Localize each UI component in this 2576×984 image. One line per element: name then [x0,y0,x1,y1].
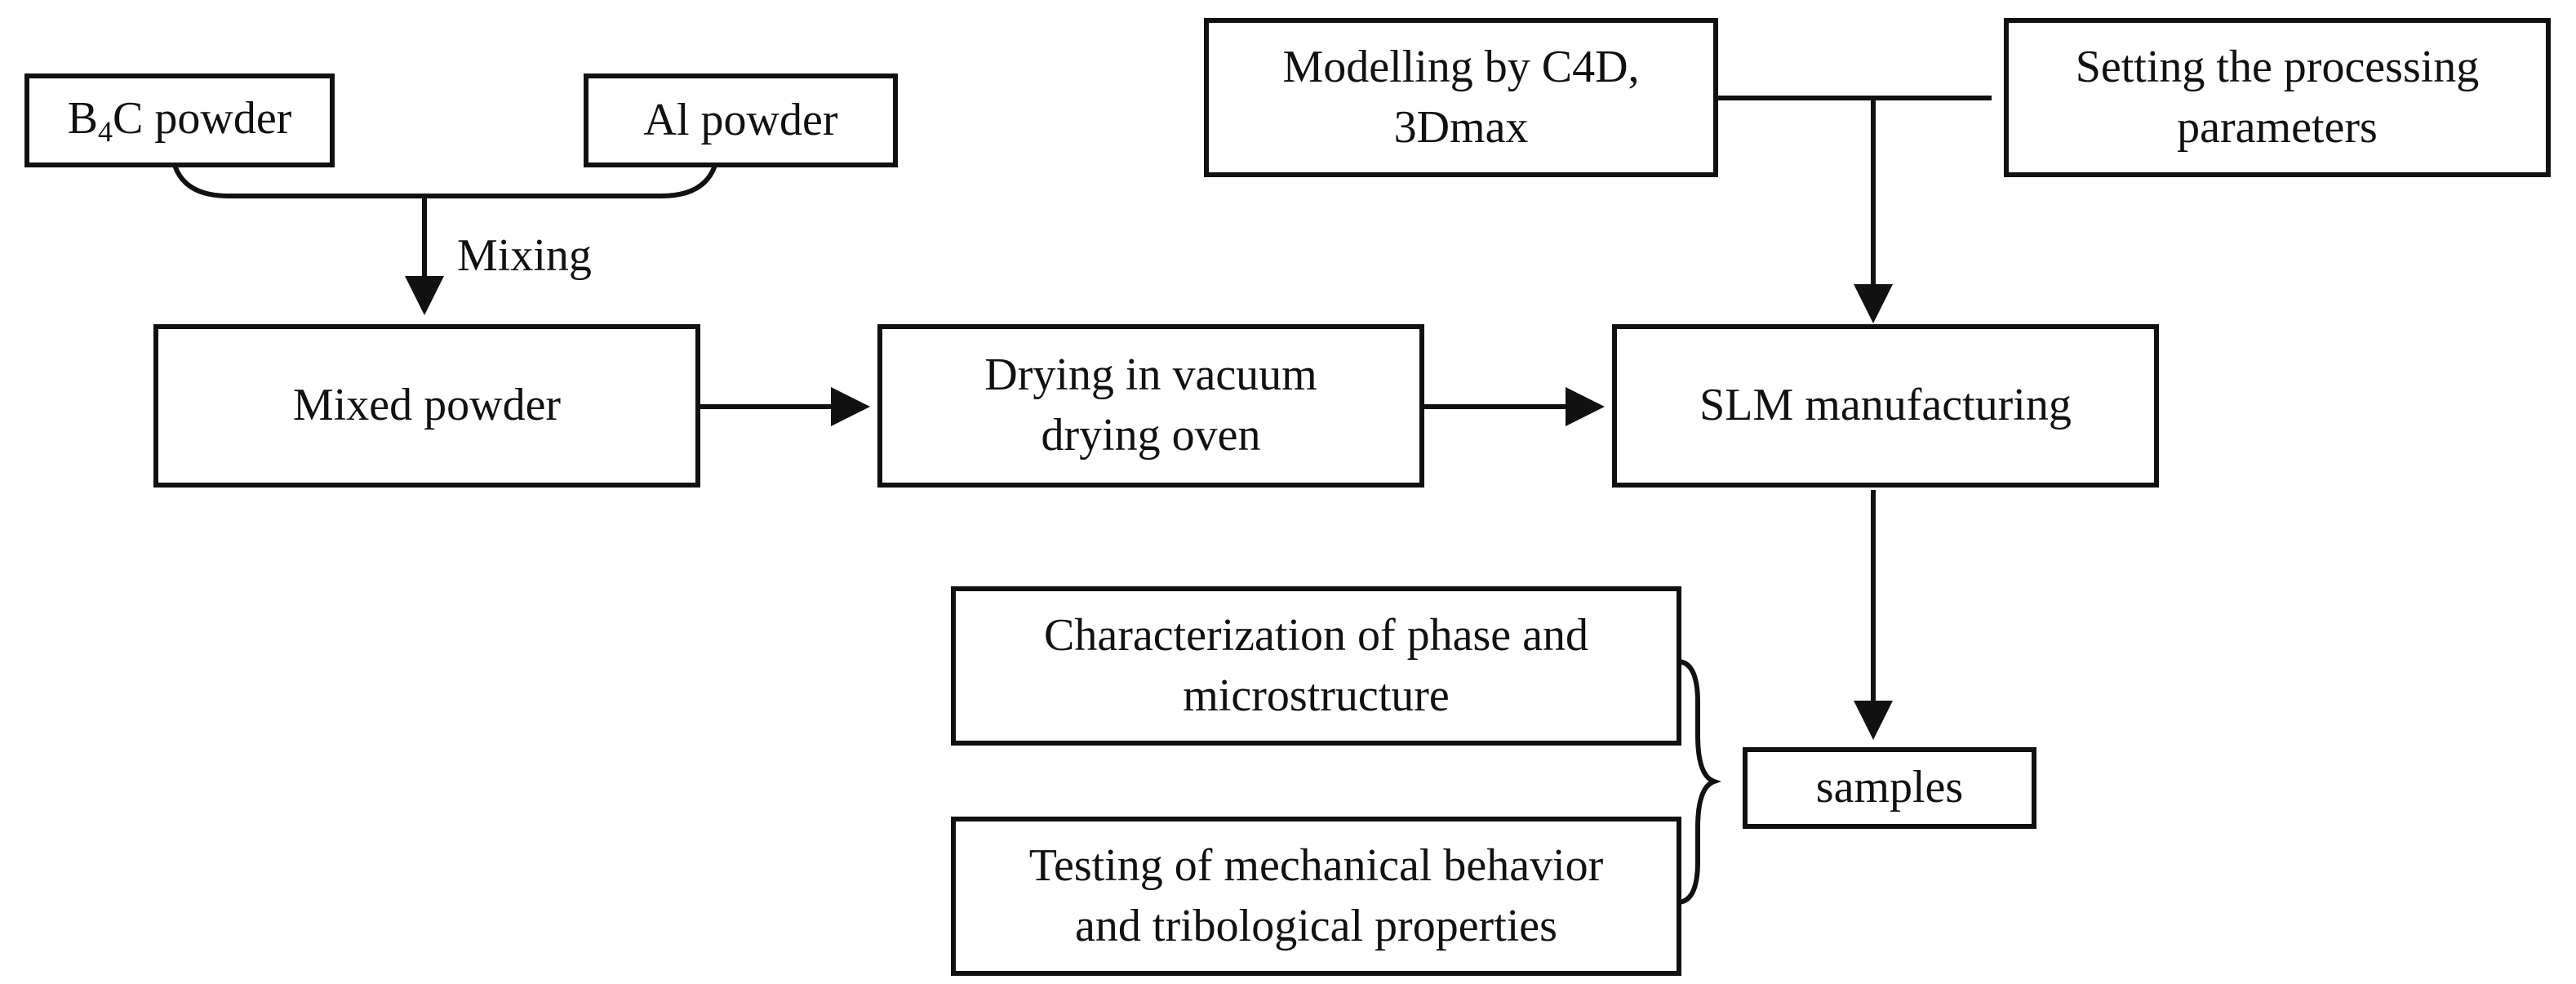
mixed-powder-box: Mixed powder [153,324,700,488]
slm-manufacturing-label: SLM manufacturing [1699,380,2072,431]
testing-label: Testing of mechanical behavior and tribo… [1028,839,1604,951]
mixing-label: Mixing [457,230,592,281]
samples-box: samples [1743,747,2036,829]
testing-box: Testing of mechanical behavior and tribo… [951,817,1681,976]
b4c-powder-box: B4C powder [24,73,335,167]
mixed-powder-label: Mixed powder [292,380,562,431]
drying-box: Drying in vacuum drying oven [877,324,1424,488]
slm-manufacturing-box: SLM manufacturing [1612,324,2159,488]
outputs-merge-brace [1677,659,1722,905]
powders-merge-bracket [169,142,721,198]
characterization-box: Characterization of phase and microstruc… [951,586,1681,746]
setting-parameters-box: Setting the processing parameters [2004,18,2551,177]
al-powder-box: Al powder [584,73,898,167]
characterization-label: Characterization of phase and microstruc… [1043,609,1589,721]
samples-label: samples [1815,762,1964,813]
b4c-powder-label: B4C powder [67,93,292,149]
modelling-box: Modelling by C4D, 3Dmax [1204,18,1718,177]
modelling-label: Modelling by C4D, 3Dmax [1282,41,1640,153]
al-powder-label: Al powder [643,94,838,145]
setting-parameters-label: Setting the processing parameters [2075,41,2480,153]
drying-label: Drying in vacuum drying oven [984,350,1317,461]
